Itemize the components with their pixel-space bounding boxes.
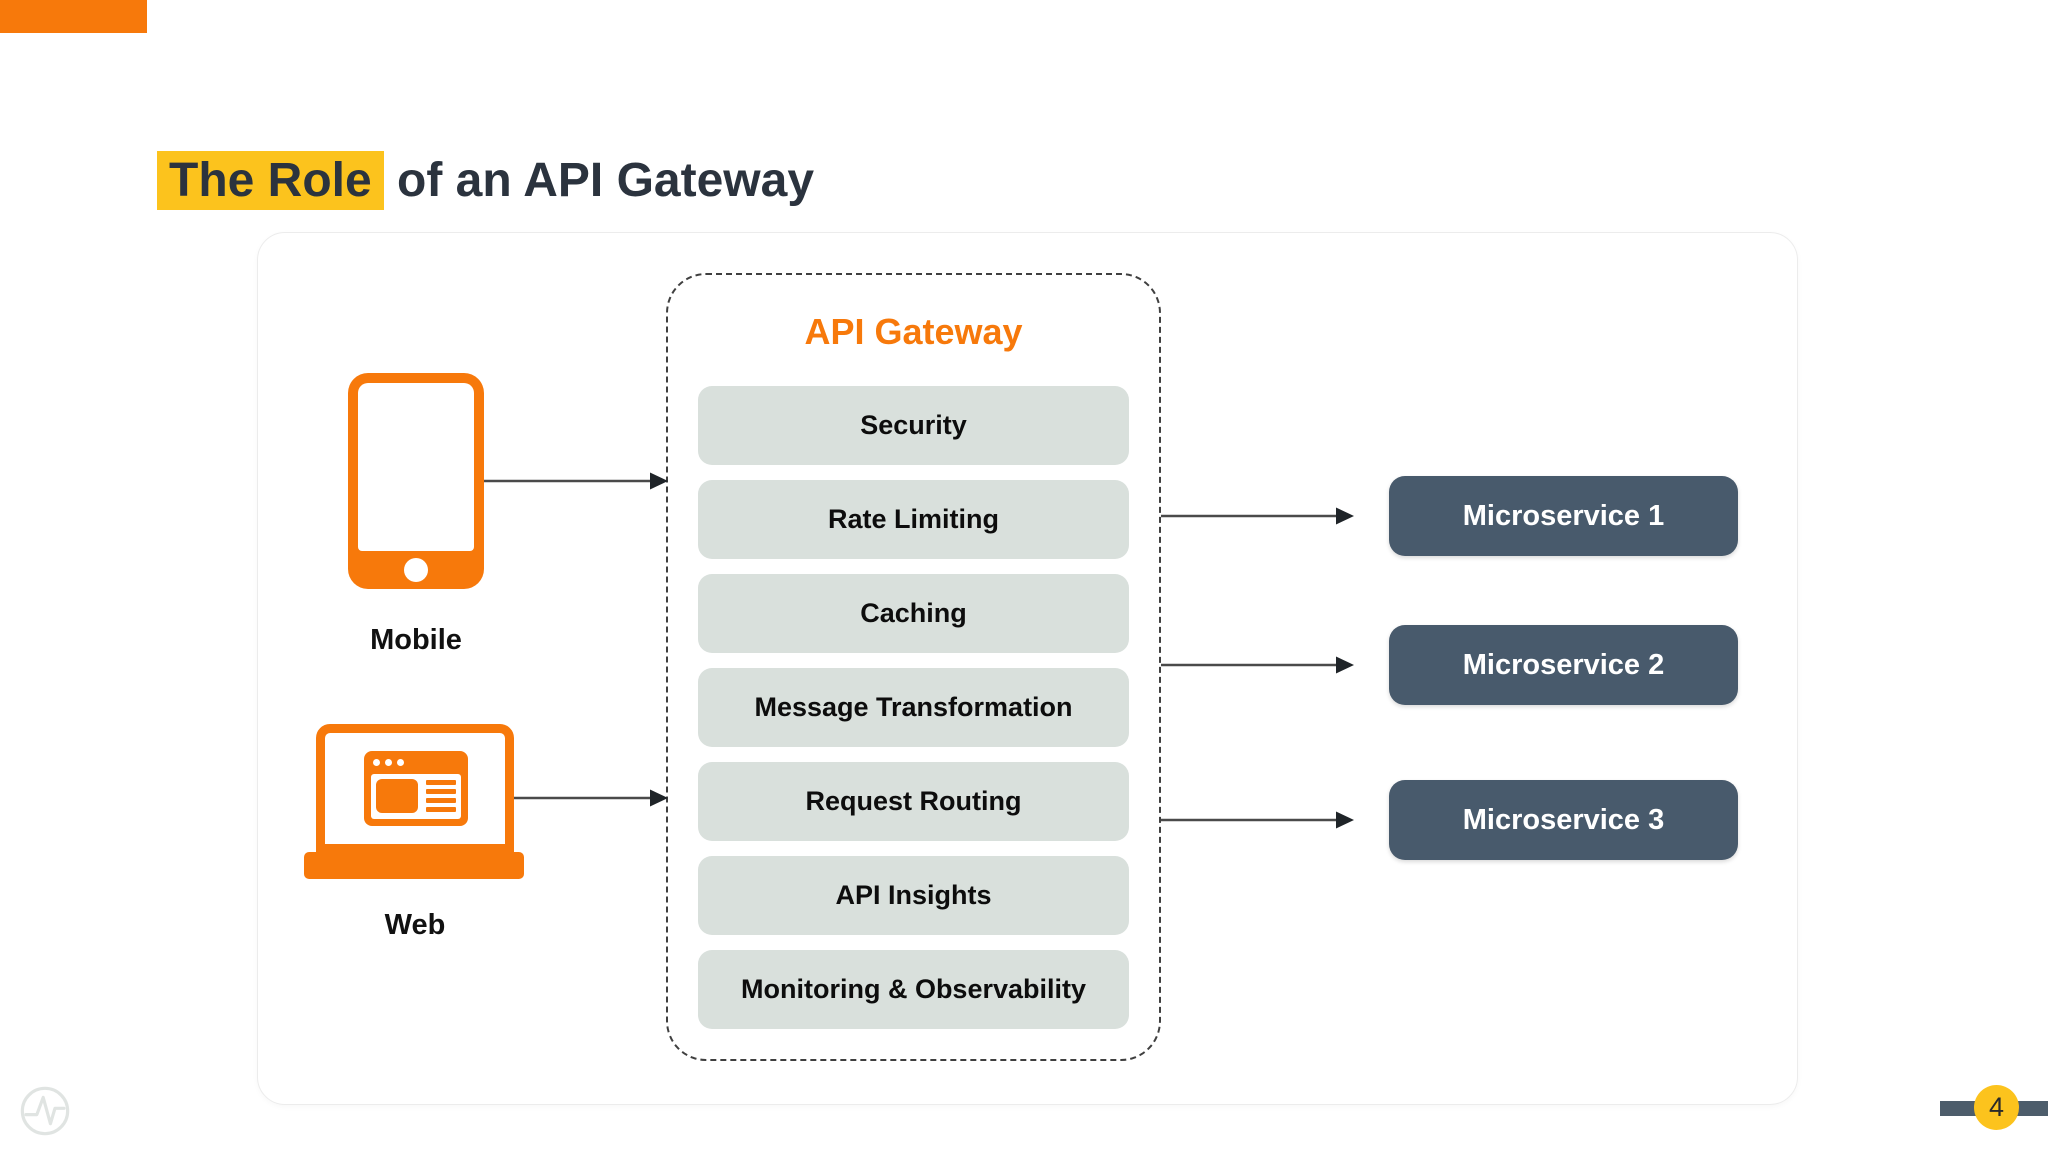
page-title-rest: of an API Gateway — [383, 154, 815, 208]
browser-text-line — [426, 780, 456, 785]
feature-rate-limiting: Rate Limiting — [698, 480, 1129, 559]
microservice-2-box: Microservice 2 — [1389, 625, 1738, 705]
feature-api-insights: API Insights — [698, 856, 1129, 935]
feature-message-transformation: Message Transformation — [698, 668, 1129, 747]
browser-text-line — [426, 798, 456, 803]
browser-dot — [385, 759, 392, 766]
page-title-highlight: The Role — [157, 151, 384, 211]
api-gateway-title: API Gateway — [804, 311, 1023, 352]
api-gateway-box: API Gateway Security Rate Limiting Cachi… — [666, 273, 1161, 1061]
phone-home-button — [404, 558, 428, 582]
browser-dot — [397, 759, 404, 766]
browser-image-block — [376, 779, 418, 813]
laptop-base — [304, 852, 524, 879]
browser-text-line — [426, 789, 456, 794]
gateway-feature-list: Security Rate Limiting Caching Message T… — [698, 386, 1129, 1044]
web-label: Web — [384, 909, 446, 941]
pulse-logo-icon — [20, 1086, 70, 1136]
accent-bar — [0, 0, 147, 33]
browser-content — [371, 774, 461, 819]
feature-request-routing: Request Routing — [698, 762, 1129, 841]
mobile-label: Mobile — [370, 624, 462, 656]
page-number-badge: 4 — [1974, 1085, 2019, 1130]
laptop-icon — [316, 724, 514, 853]
browser-text-line — [426, 807, 456, 812]
feature-caching: Caching — [698, 574, 1129, 653]
phone-screen — [358, 383, 474, 551]
feature-monitoring-observability: Monitoring & Observability — [698, 950, 1129, 1029]
browser-window-icon — [364, 751, 468, 826]
microservice-1-box: Microservice 1 — [1389, 476, 1738, 556]
diagram-card: Mobile Web API Gateway Security Rate Lim… — [257, 232, 1798, 1105]
page-title: The Role of an API Gateway — [157, 150, 814, 212]
browser-dot — [373, 759, 380, 766]
mobile-phone-icon — [348, 373, 484, 589]
feature-security: Security — [698, 386, 1129, 465]
microservice-3-box: Microservice 3 — [1389, 780, 1738, 860]
